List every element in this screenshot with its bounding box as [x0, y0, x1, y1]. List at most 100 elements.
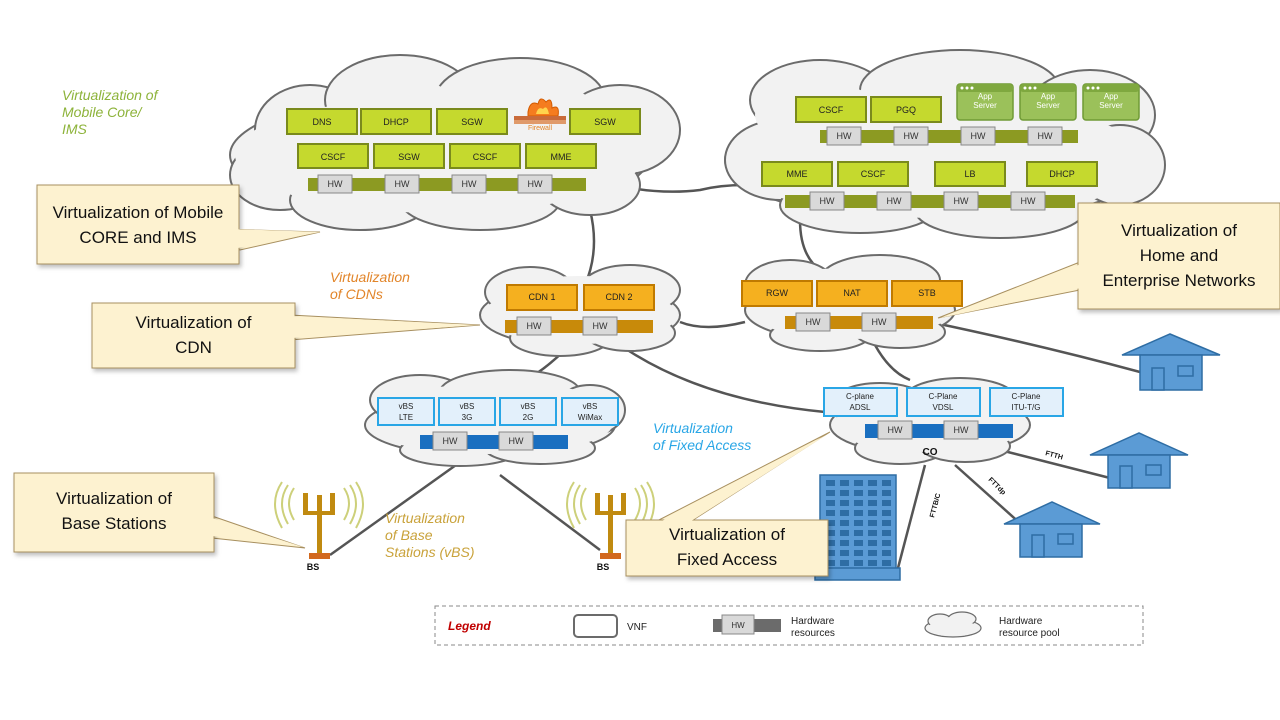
office-building-icon [814, 474, 901, 581]
svg-text:STB: STB [918, 288, 936, 298]
vnf-cdn1: CDN 1 [506, 284, 578, 311]
hw-chips: HW HW HW HW HW HW HW HW HW HW HW HW HW H… [317, 126, 1063, 451]
hw-chip: HW [826, 126, 862, 146]
legend-hw-chip-label: HW [731, 621, 745, 630]
fttdp-label: FTTdp [987, 476, 1007, 496]
hw-chip: HW [1010, 191, 1046, 211]
svg-text:NAT: NAT [843, 288, 861, 298]
hw-chip: HW [877, 420, 913, 440]
callouts [13, 184, 1280, 577]
svg-text:CSCF: CSCF [819, 105, 844, 115]
svg-text:LB: LB [964, 169, 975, 179]
svg-text:HW: HW [528, 179, 543, 189]
link-cdn-home [679, 320, 746, 329]
vnf-cscf: CSCF [297, 143, 369, 169]
hw-chip: HW [498, 431, 534, 451]
svg-text:HW: HW [395, 179, 410, 189]
vnfs-home: RGW NAT STB [741, 280, 963, 307]
vnf-nat: NAT [816, 280, 888, 307]
hw-chip: HW [809, 191, 845, 211]
vnfs-mobile: DNS DHCP SGW SGW CSCF SGW CSCF MME [286, 108, 641, 169]
legend-cloud-icon [924, 611, 982, 638]
link-vbs-bs1 [329, 453, 471, 557]
vnf-dhcp: DHCP [360, 108, 432, 135]
svg-text:HW: HW [837, 131, 852, 141]
legend-title: Legend [448, 619, 491, 633]
svg-text:SGW: SGW [398, 152, 420, 162]
vnf-sgw: SGW [436, 108, 508, 135]
hw-chip: HW [960, 126, 996, 146]
firewall-icon: Firewall [514, 98, 566, 132]
vnfs-ims: CSCF PGQ MME CSCF LB DHCP [761, 96, 1098, 187]
vnf-lb: LB [934, 161, 1006, 187]
link-fttdp [954, 464, 1023, 526]
svg-text:CDN 1: CDN 1 [528, 292, 555, 302]
bs-label: BS [597, 562, 610, 572]
svg-text:HW: HW [593, 321, 608, 331]
hw-chip: HW [795, 312, 831, 332]
house-icon [1121, 333, 1221, 391]
house-icon [1003, 501, 1101, 558]
svg-text:HW: HW [971, 131, 986, 141]
svg-text:HW: HW [1021, 196, 1036, 206]
hw-chip: HW [451, 174, 487, 194]
svg-text:HW: HW [328, 179, 343, 189]
vnf-dns: DNS [286, 108, 358, 135]
svg-text:HW: HW [1038, 131, 1053, 141]
vnf-rgw: RGW [741, 280, 813, 307]
legend-hw-chip [721, 614, 755, 635]
hw-chip: HW [876, 191, 912, 211]
svg-text:MME: MME [551, 152, 572, 162]
svg-text:HW: HW [820, 196, 835, 206]
svg-text:HW: HW [527, 321, 542, 331]
vnf-sgw-3: SGW [373, 143, 445, 169]
svg-text:CDN 2: CDN 2 [605, 292, 632, 302]
svg-text:DHCP: DHCP [1049, 169, 1075, 179]
svg-text:HW: HW [806, 317, 821, 327]
svg-text:MME: MME [787, 169, 808, 179]
legend-vnf-swatch [573, 614, 618, 638]
vnf-dhcp-ims: DHCP [1026, 161, 1098, 187]
vnf-pgq: PGQ [870, 96, 942, 123]
base-station-1: BS [274, 481, 364, 572]
svg-text:RGW: RGW [766, 288, 789, 298]
link-fttbc [896, 464, 927, 569]
firewall-label: Firewall [528, 125, 553, 132]
fttbc-label: FTTB/C [929, 493, 942, 519]
link-home-house [929, 320, 1141, 374]
hw-chip: HW [1027, 126, 1063, 146]
hw-chip: HW [893, 126, 929, 146]
hw-chip: HW [517, 174, 553, 194]
svg-text:HW: HW [904, 131, 919, 141]
vnf-cscf-2: CSCF [449, 143, 521, 169]
vnf-sgw-2: SGW [569, 108, 641, 135]
bs-label: BS [307, 562, 320, 572]
hw-chip: HW [384, 174, 420, 194]
vnf-mme: MME [525, 143, 597, 169]
vnf-cdn2: CDN 2 [583, 284, 655, 311]
svg-text:SGW: SGW [594, 117, 616, 127]
vnf-cscf-ims-2: CSCF [837, 161, 909, 187]
